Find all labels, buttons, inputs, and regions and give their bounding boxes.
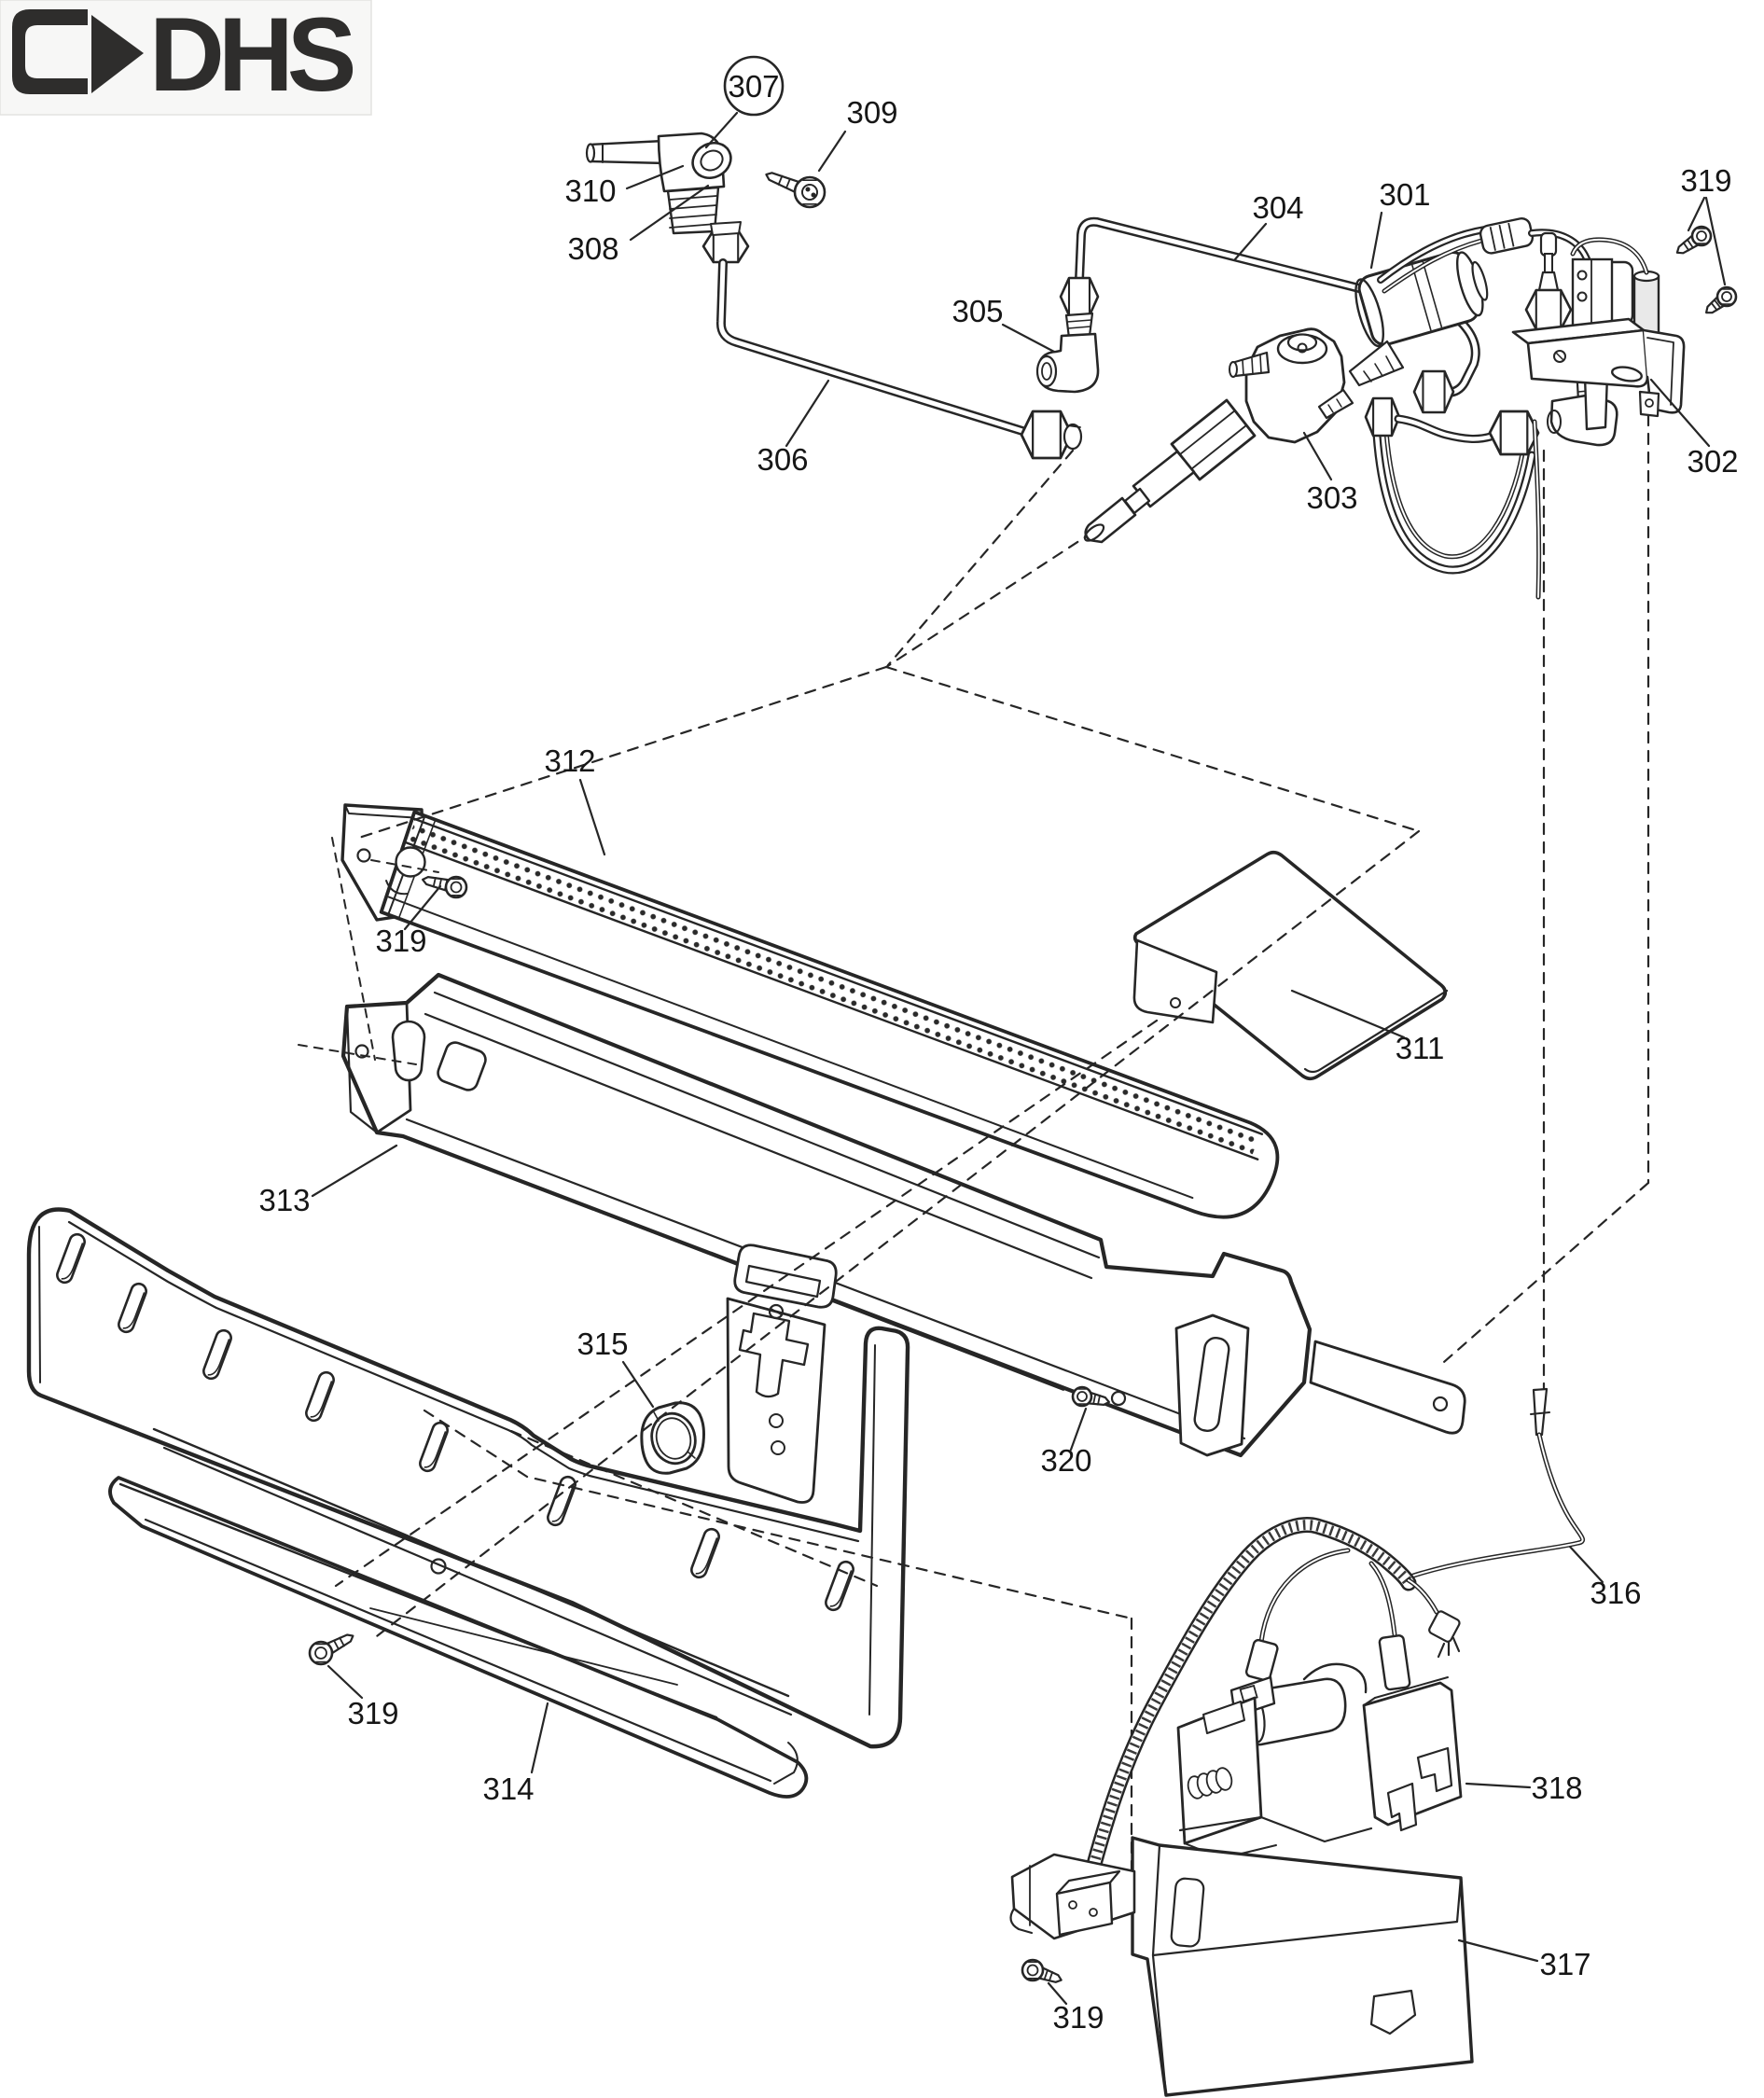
svg-text:320: 320 [1040, 1443, 1091, 1478]
svg-text:318: 318 [1531, 1771, 1582, 1805]
svg-text:319: 319 [1052, 2000, 1104, 2035]
svg-text:313: 313 [258, 1183, 310, 1217]
svg-text:319: 319 [347, 1696, 398, 1730]
svg-text:308: 308 [567, 231, 618, 266]
svg-text:301: 301 [1379, 177, 1430, 212]
svg-text:312: 312 [544, 743, 595, 778]
svg-text:DHS: DHS [149, 0, 354, 113]
svg-text:306: 306 [757, 442, 808, 477]
svg-text:316: 316 [1590, 1576, 1641, 1610]
svg-text:317: 317 [1539, 1947, 1590, 1981]
svg-text:305: 305 [951, 294, 1003, 328]
svg-text:314: 314 [482, 1771, 534, 1806]
svg-text:315: 315 [576, 1327, 628, 1361]
svg-text:307: 307 [728, 69, 779, 104]
svg-text:303: 303 [1306, 480, 1357, 515]
svg-text:310: 310 [564, 174, 616, 208]
svg-text:309: 309 [846, 95, 897, 130]
svg-text:302: 302 [1687, 444, 1738, 479]
svg-text:304: 304 [1252, 190, 1303, 225]
svg-text:319: 319 [375, 924, 426, 958]
svg-text:319: 319 [1680, 163, 1731, 198]
